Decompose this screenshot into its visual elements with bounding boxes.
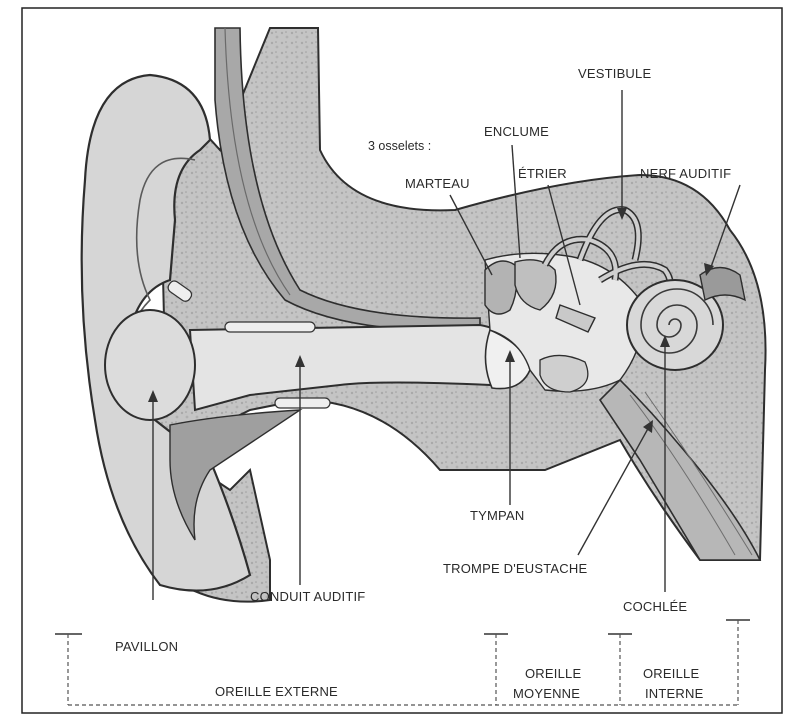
label-etrier: ÉTRIER: [518, 166, 567, 181]
label-enclume: ENCLUME: [484, 124, 549, 139]
zone-moyenne-line2: MOYENNE: [513, 686, 580, 701]
zone-moyenne-line1: OREILLE: [525, 666, 581, 681]
label-osselets: 3 osselets :: [368, 139, 431, 153]
label-cochlee: COCHLÉE: [623, 599, 687, 614]
label-conduit: CONDUIT AUDITIF: [250, 589, 365, 604]
cartilage-upper: [225, 322, 315, 332]
ossicle-lower: [540, 355, 588, 392]
label-marteau: MARTEAU: [405, 176, 470, 191]
zone-interne-line1: OREILLE: [643, 666, 699, 681]
malleus: [485, 261, 517, 314]
label-vestibule: VESTIBULE: [578, 66, 651, 81]
label-pavillon: PAVILLON: [115, 639, 178, 654]
label-trompe: TROMPE D'EUSTACHE: [443, 561, 587, 576]
label-nerf-auditif: NERF AUDITIF: [640, 166, 731, 181]
zone-interne-line2: INTERNE: [645, 686, 704, 701]
cartilage-lower: [275, 398, 330, 408]
label-tympan: TYMPAN: [470, 508, 524, 523]
concha: [105, 310, 195, 420]
zone-externe: OREILLE EXTERNE: [215, 684, 338, 699]
